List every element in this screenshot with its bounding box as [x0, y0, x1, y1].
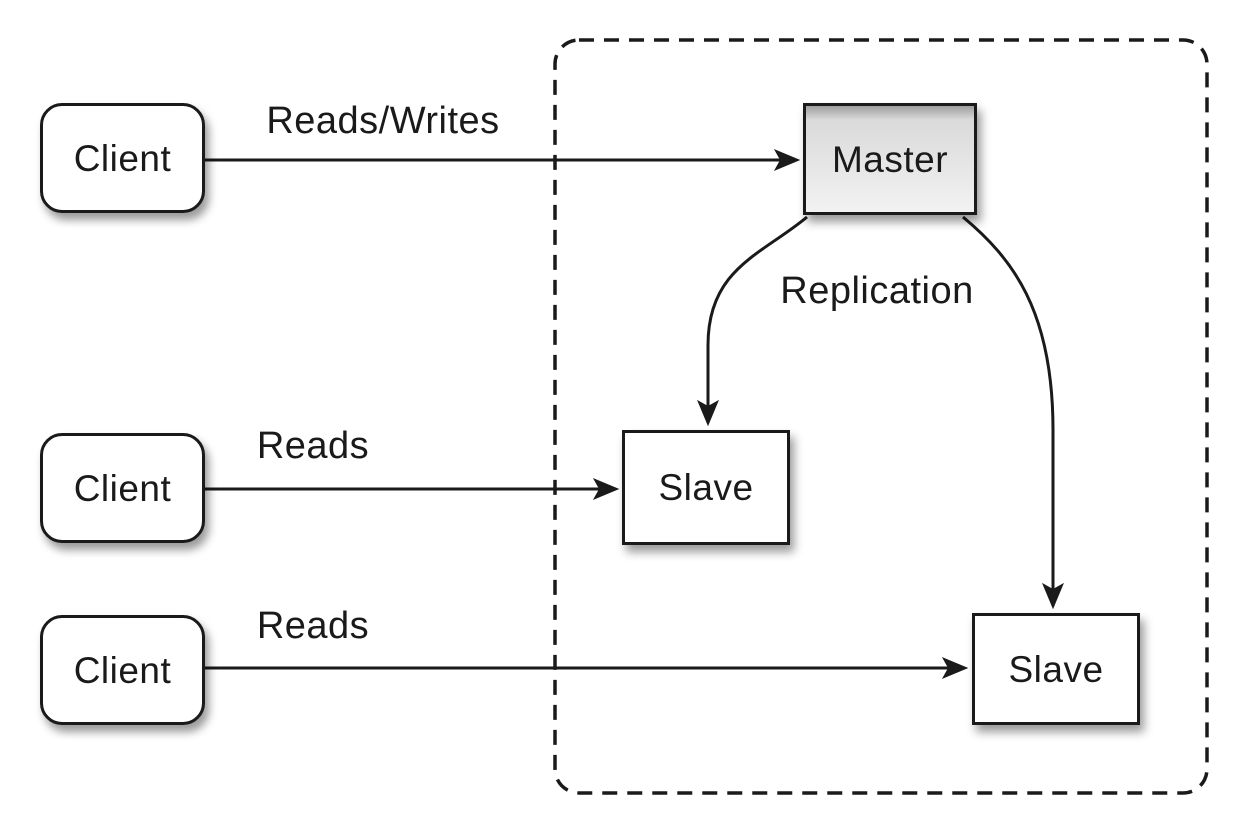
node-client-2-label: Client	[73, 467, 172, 509]
edge-label-reads-bottom: Reads	[252, 607, 374, 645]
node-slave-2-label: Slave	[1008, 648, 1104, 690]
node-master-label: Master	[831, 138, 949, 180]
node-client-2: Client	[40, 433, 205, 543]
node-client-1: Client	[40, 103, 205, 213]
edge-label-reads-mid: Reads	[252, 427, 374, 465]
edge-label-replication: Replication	[776, 272, 978, 310]
node-slave-1: Slave	[622, 430, 790, 545]
node-slave-1-label: Slave	[658, 467, 754, 508]
node-client-1-label: Client	[73, 137, 172, 179]
node-client-3: Client	[40, 615, 205, 725]
edge-label-reads-writes: Reads/Writes	[262, 102, 504, 140]
replication-boundary-dashed-box	[553, 38, 1209, 795]
arrow-master-to-slave1	[697, 215, 808, 427]
node-client-3-label: Client	[73, 649, 172, 691]
node-master: Master	[803, 103, 977, 215]
arrow-master-to-slave2	[962, 215, 1064, 610]
node-slave-2: Slave	[972, 613, 1140, 725]
